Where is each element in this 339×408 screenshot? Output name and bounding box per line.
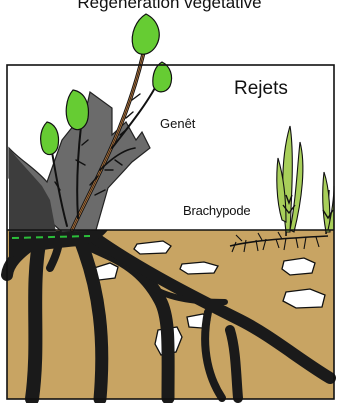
leaf bbox=[41, 122, 59, 155]
grass-blade bbox=[323, 172, 330, 232]
leaf bbox=[66, 90, 88, 130]
label-brachypode: Brachypode bbox=[183, 203, 250, 218]
page-title: Regéneration végétative bbox=[0, 0, 339, 13]
leaf bbox=[153, 62, 172, 92]
label-rejets: Rejets bbox=[234, 78, 288, 100]
stone bbox=[180, 262, 218, 274]
label-genet: Genêt bbox=[160, 116, 195, 131]
leaf bbox=[132, 14, 159, 54]
stone bbox=[282, 258, 315, 275]
